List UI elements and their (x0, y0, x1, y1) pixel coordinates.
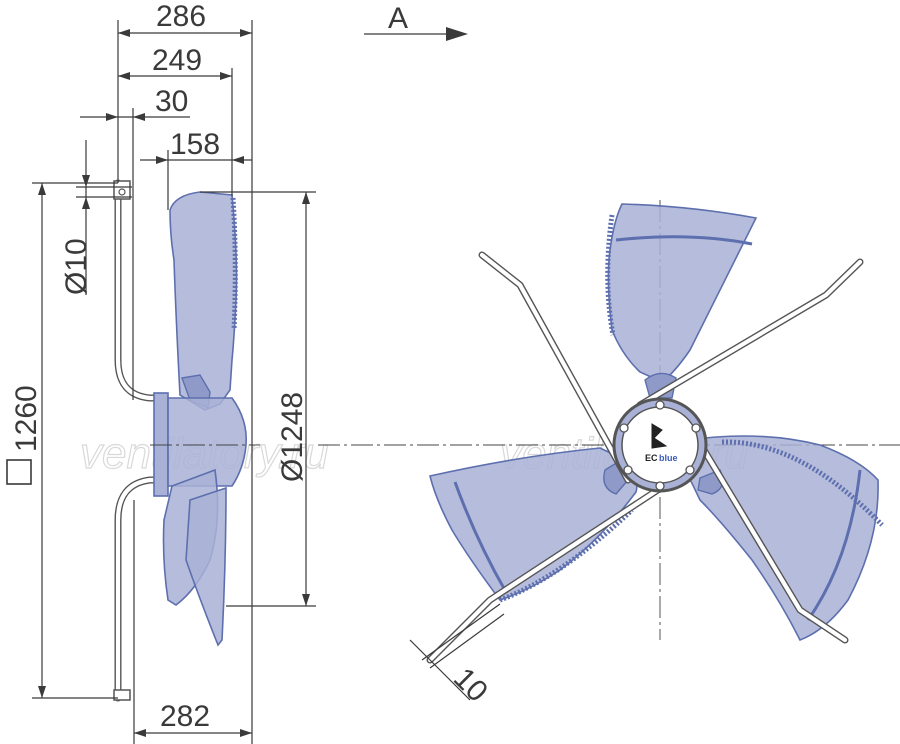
ecblue-logo: EC blue (645, 423, 678, 463)
svg-text:blue: blue (659, 453, 678, 463)
dim-249-label: 249 (152, 44, 202, 77)
dim-guard-wire-10: 10 (409, 603, 505, 709)
dim-30: 30 (80, 85, 190, 400)
hub-bolt (623, 465, 633, 475)
dim-249: 249 (118, 44, 233, 196)
mounting-bracket (113, 179, 162, 702)
front-blade-left-rib (453, 481, 508, 593)
hub-bolt (685, 465, 695, 475)
front-view: EC blue (426, 203, 884, 664)
side-blade-lower-b (185, 486, 227, 647)
dim-30-label: 30 (155, 85, 188, 118)
dim-286: 286 (117, 0, 253, 744)
front-blade-right-rib (806, 469, 862, 621)
dim-286-label: 286 (156, 0, 206, 33)
dim-282-label: 282 (160, 700, 210, 733)
dim-guard-wire-10-label: 10 (447, 662, 494, 709)
front-blade-right (687, 435, 879, 642)
dim-hole-10-label: Ø10 (60, 238, 93, 295)
view-a-arrow: A (364, 2, 468, 41)
square-symbol (6, 459, 32, 485)
side-blade-upper-serration (230, 197, 238, 331)
dim-1248: Ø1248 (200, 191, 316, 607)
dim-1260-label: 1260 (10, 385, 43, 452)
side-blade-upper (169, 191, 238, 411)
hub-bolt (655, 400, 665, 410)
hub-bolt (619, 423, 629, 433)
dim-158-label: 158 (170, 128, 220, 161)
front-blade-top (607, 203, 758, 383)
front-blade-left (429, 447, 638, 601)
side-view (113, 179, 248, 702)
dim-1248-label: Ø1248 (276, 392, 309, 482)
dim-282: 282 (133, 500, 252, 744)
dim-1260: 1260 (6, 182, 118, 699)
side-hub (167, 397, 248, 487)
motor-flange (153, 392, 169, 497)
hub-bolt (691, 423, 701, 433)
view-a-label: A (388, 2, 408, 35)
front-blade-top-rib (615, 235, 753, 246)
dim-158: 158 (140, 128, 252, 210)
hub-bolt (655, 481, 665, 491)
dim-hole-10: Ø10 (60, 140, 132, 295)
front-guard (426, 251, 864, 664)
svg-text:EC: EC (645, 453, 658, 463)
